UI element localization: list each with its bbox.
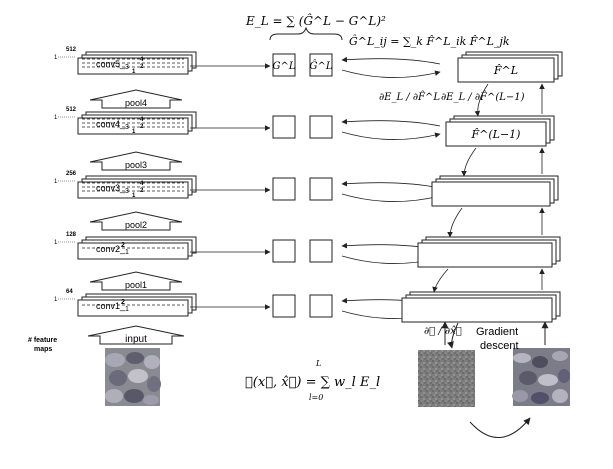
svg-text:1: 1 xyxy=(132,69,136,75)
loss-formula: ℒ(x⃗, x̂⃗) = ∑ w_l E_l xyxy=(245,375,380,390)
svg-text:1: 1 xyxy=(54,179,58,185)
right-feature-stack-2 xyxy=(431,147,559,207)
svg-text:F̂^(L−1): F̂^(L−1) xyxy=(471,128,521,141)
output-image xyxy=(512,348,570,406)
svg-text:4: 4 xyxy=(140,181,144,187)
input-arrow: input xyxy=(87,325,185,345)
gram-generated-box xyxy=(309,294,333,318)
right-feature-stack-0: F̂^L xyxy=(457,51,563,83)
svg-text:4: 4 xyxy=(140,117,144,123)
svg-text:2: 2 xyxy=(140,188,144,194)
svg-text:1: 1 xyxy=(54,55,58,61)
gram-target-box xyxy=(272,177,296,201)
pool-arrow-pool1: pool1 xyxy=(89,271,183,291)
right-feature-stack-1: F̂^(L−1) xyxy=(445,83,555,147)
feature-map-count: 256 xyxy=(66,171,77,177)
grad-x-formula: ∂ℒ / ∂x̂⃗ xyxy=(424,326,462,337)
svg-text:2: 2 xyxy=(140,124,144,130)
noise-image xyxy=(418,350,475,407)
svg-text:1: 1 xyxy=(132,193,136,199)
feature-maps-label: # feature maps xyxy=(28,337,59,353)
svg-text:Ĝ^L: Ĝ^L xyxy=(309,60,332,72)
svg-text:pool2: pool2 xyxy=(125,220,147,230)
pool-arrow-pool4: pool4 xyxy=(89,89,183,109)
layer-conv2_1: conv2_12 128 1 xyxy=(54,232,197,260)
gram-target-box xyxy=(272,53,296,77)
right-feature-stack-3 xyxy=(417,207,561,268)
feature-map-count: 64 xyxy=(66,289,73,295)
layer-label: conv2_1 xyxy=(96,244,129,256)
gram-target-box xyxy=(272,294,296,318)
layer-label: conv4_3 xyxy=(96,119,129,131)
svg-text:G^L: G^L xyxy=(272,61,295,72)
svg-text:pool4: pool4 xyxy=(125,98,147,108)
layer-label: conv3_3 xyxy=(96,183,129,195)
gram-generated-box xyxy=(309,239,333,263)
energy-brace xyxy=(269,26,343,41)
grad-right-formula: ∂E_L / ∂F̂^(L−1) xyxy=(441,91,525,103)
gram-row-4 xyxy=(190,294,441,319)
feature-map-count: 512 xyxy=(66,47,77,53)
layer-conv1_1: conv1_12 64 1 xyxy=(54,289,197,317)
gradient-descent-label: Gradient descent xyxy=(476,326,521,352)
gram-formula: Ĝ^L_ij = ∑_k F̂^L_ik F̂^L_jk xyxy=(349,34,510,48)
gram-generated-box xyxy=(309,53,333,77)
svg-text:1: 1 xyxy=(54,297,58,303)
svg-text:pool1: pool1 xyxy=(125,280,147,290)
gram-row-3 xyxy=(190,239,441,264)
svg-text:4: 4 xyxy=(140,57,144,63)
svg-text:pool3: pool3 xyxy=(125,160,147,170)
svg-text:1: 1 xyxy=(132,129,136,135)
svg-text:F̂^L: F̂^L xyxy=(493,64,518,77)
svg-text:input: input xyxy=(125,334,147,345)
layer-label: conv1_1 xyxy=(96,301,129,313)
svg-text:2: 2 xyxy=(121,242,125,249)
gram-row-2 xyxy=(190,177,441,202)
input-pebble-image xyxy=(105,348,161,406)
gram-target-box xyxy=(272,115,296,139)
pool-arrow-pool3: pool3 xyxy=(89,151,183,171)
gram-row-1 xyxy=(190,115,441,140)
svg-text:1: 1 xyxy=(54,115,58,121)
right-feature-stack-4 xyxy=(401,268,561,323)
loss-sum-top: L xyxy=(315,359,321,368)
svg-text:1: 1 xyxy=(54,240,58,246)
pool-arrow-pool2: pool2 xyxy=(89,211,183,231)
gram-target-box xyxy=(272,239,296,263)
loss-sum-bottom: l=0 xyxy=(309,393,323,402)
gram-row-0: G^L Ĝ^L xyxy=(190,53,441,78)
energy-formula: E_L = ∑ (Ĝ^L − G^L)² xyxy=(245,12,386,28)
gram-generated-box xyxy=(309,115,333,139)
flow-arrows xyxy=(441,321,549,438)
feature-map-count: 512 xyxy=(66,107,77,113)
grad-mid-formula: ∂E_L / ∂F̂^L xyxy=(379,91,440,103)
svg-text:2: 2 xyxy=(121,299,125,306)
svg-text:2: 2 xyxy=(140,64,144,70)
svg-text:E_L = ∑ (Ĝ^L − G^L)²: E_L = ∑ (Ĝ^L − G^L)² xyxy=(245,12,386,28)
feature-map-count: 128 xyxy=(66,232,77,238)
layer-label: conv5_3 xyxy=(96,59,129,71)
gram-generated-box xyxy=(309,177,333,201)
